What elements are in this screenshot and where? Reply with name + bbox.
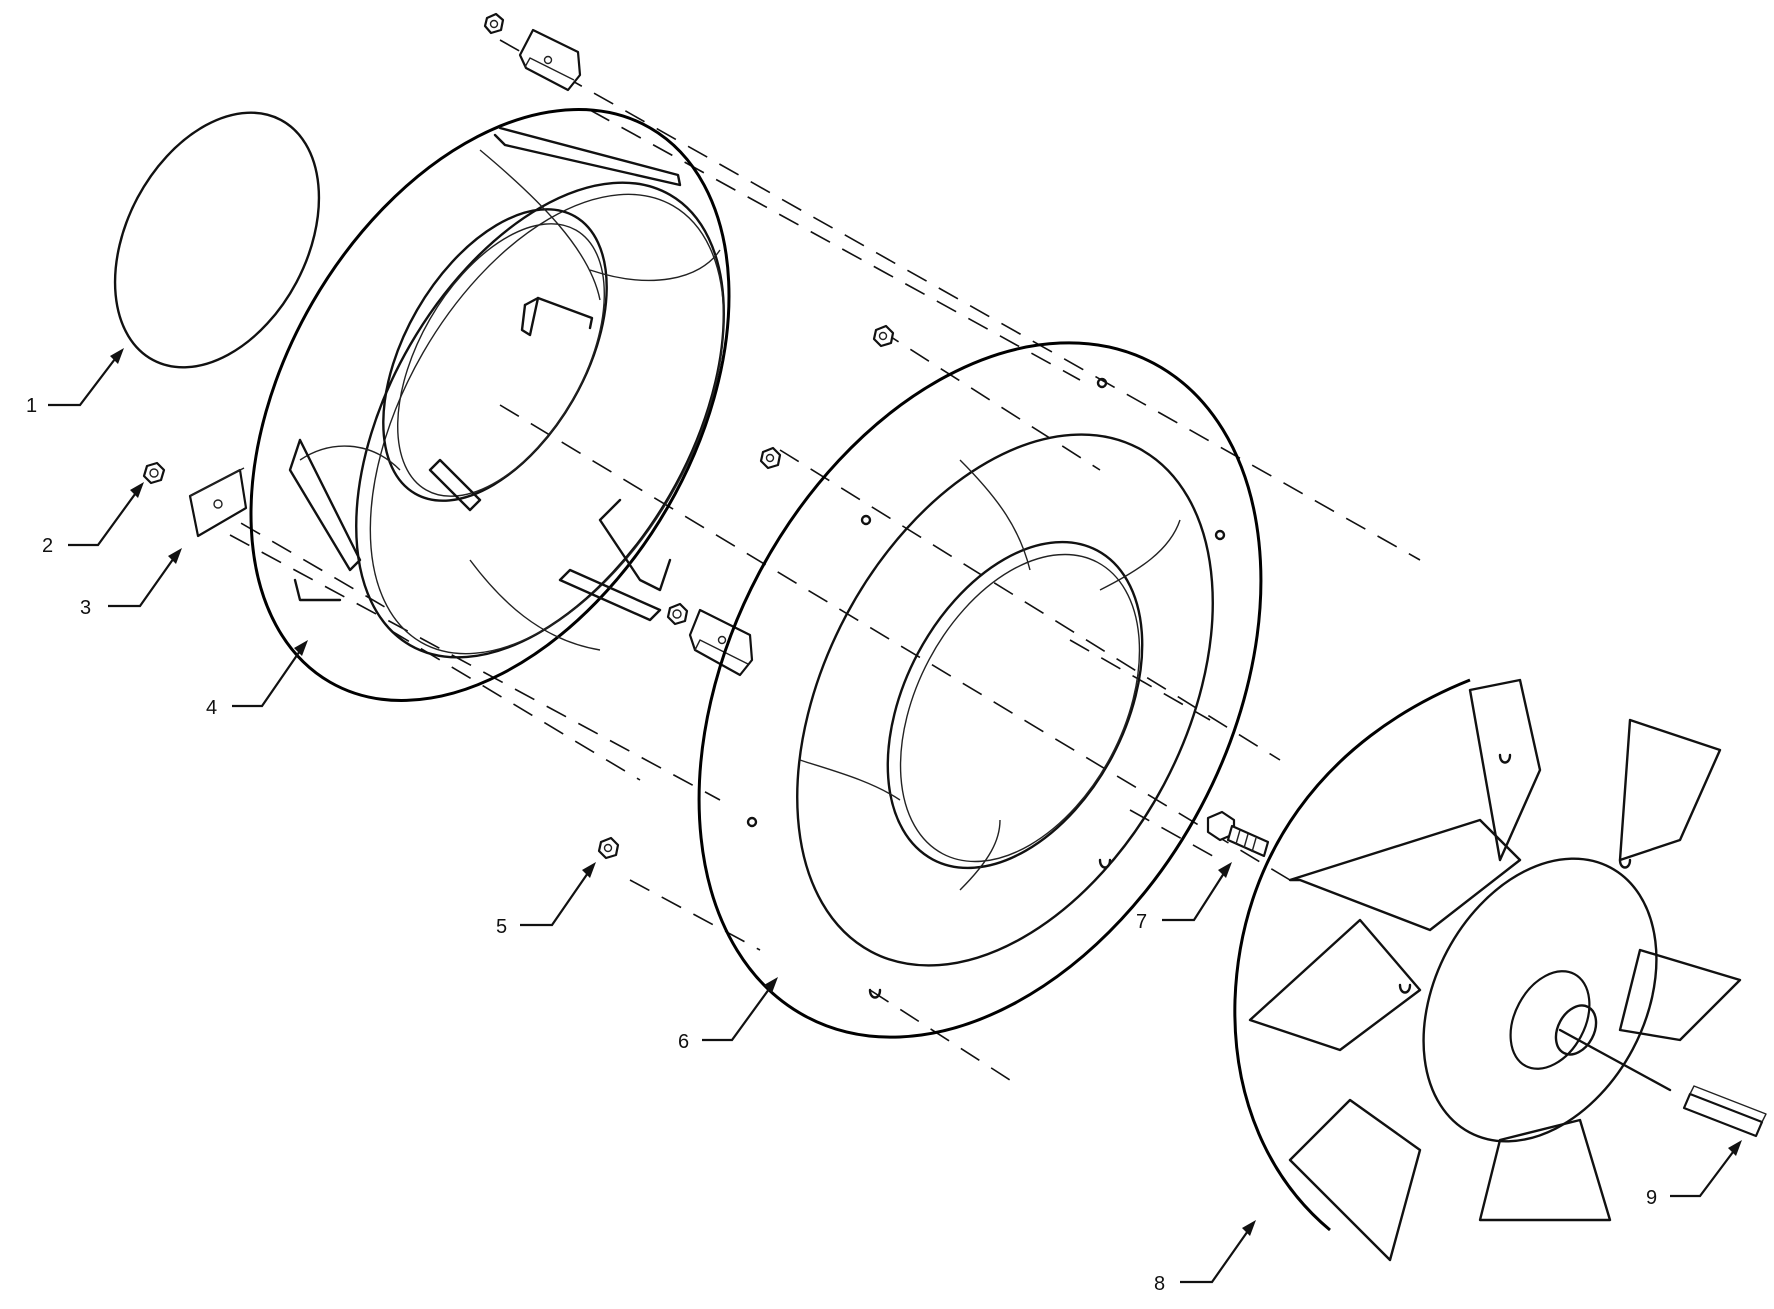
alignment-lines: [209, 39, 1421, 1081]
callout-2: 2: [42, 482, 144, 557]
callout-3: 3: [80, 548, 182, 619]
callout-8-number: 8: [1154, 1273, 1165, 1295]
callout-6-number: 6: [678, 1031, 689, 1053]
part-6-mounting-ring: [697, 341, 1263, 1039]
clip-top: [518, 28, 582, 92]
callout-5-number: 5: [496, 916, 507, 938]
callout-3-number: 3: [80, 597, 91, 619]
part-2-nut: [142, 461, 166, 485]
nut-top: [483, 12, 505, 35]
part-1-gasket: [113, 111, 321, 369]
part-7-bolt: [1206, 810, 1270, 858]
callout-9: 9: [1646, 1140, 1742, 1209]
callout-5: 5: [496, 862, 596, 938]
part-5-nut: [597, 836, 620, 860]
callout-7-number: 7: [1136, 911, 1147, 933]
callout-7: 7: [1136, 862, 1232, 933]
nut-middle: [666, 602, 689, 626]
nut-upper-a: [872, 324, 895, 348]
part-9-key: [1682, 1085, 1767, 1138]
callout-4: 4: [206, 640, 308, 719]
part-3-clip: [188, 467, 248, 538]
callout-8: 8: [1154, 1220, 1256, 1295]
part-8-blower-wheel: [1233, 678, 1742, 1262]
callout-4-number: 4: [206, 697, 217, 719]
clip-middle: [688, 608, 754, 677]
callout-6: 6: [678, 977, 778, 1053]
callout-1-number: 1: [26, 395, 37, 417]
callout-1: 1: [26, 348, 124, 417]
callout-2-number: 2: [42, 535, 53, 557]
callout-9-number: 9: [1646, 1187, 1657, 1209]
nut-upper-b: [759, 446, 782, 470]
part-4-inlet-cone: [249, 108, 731, 702]
